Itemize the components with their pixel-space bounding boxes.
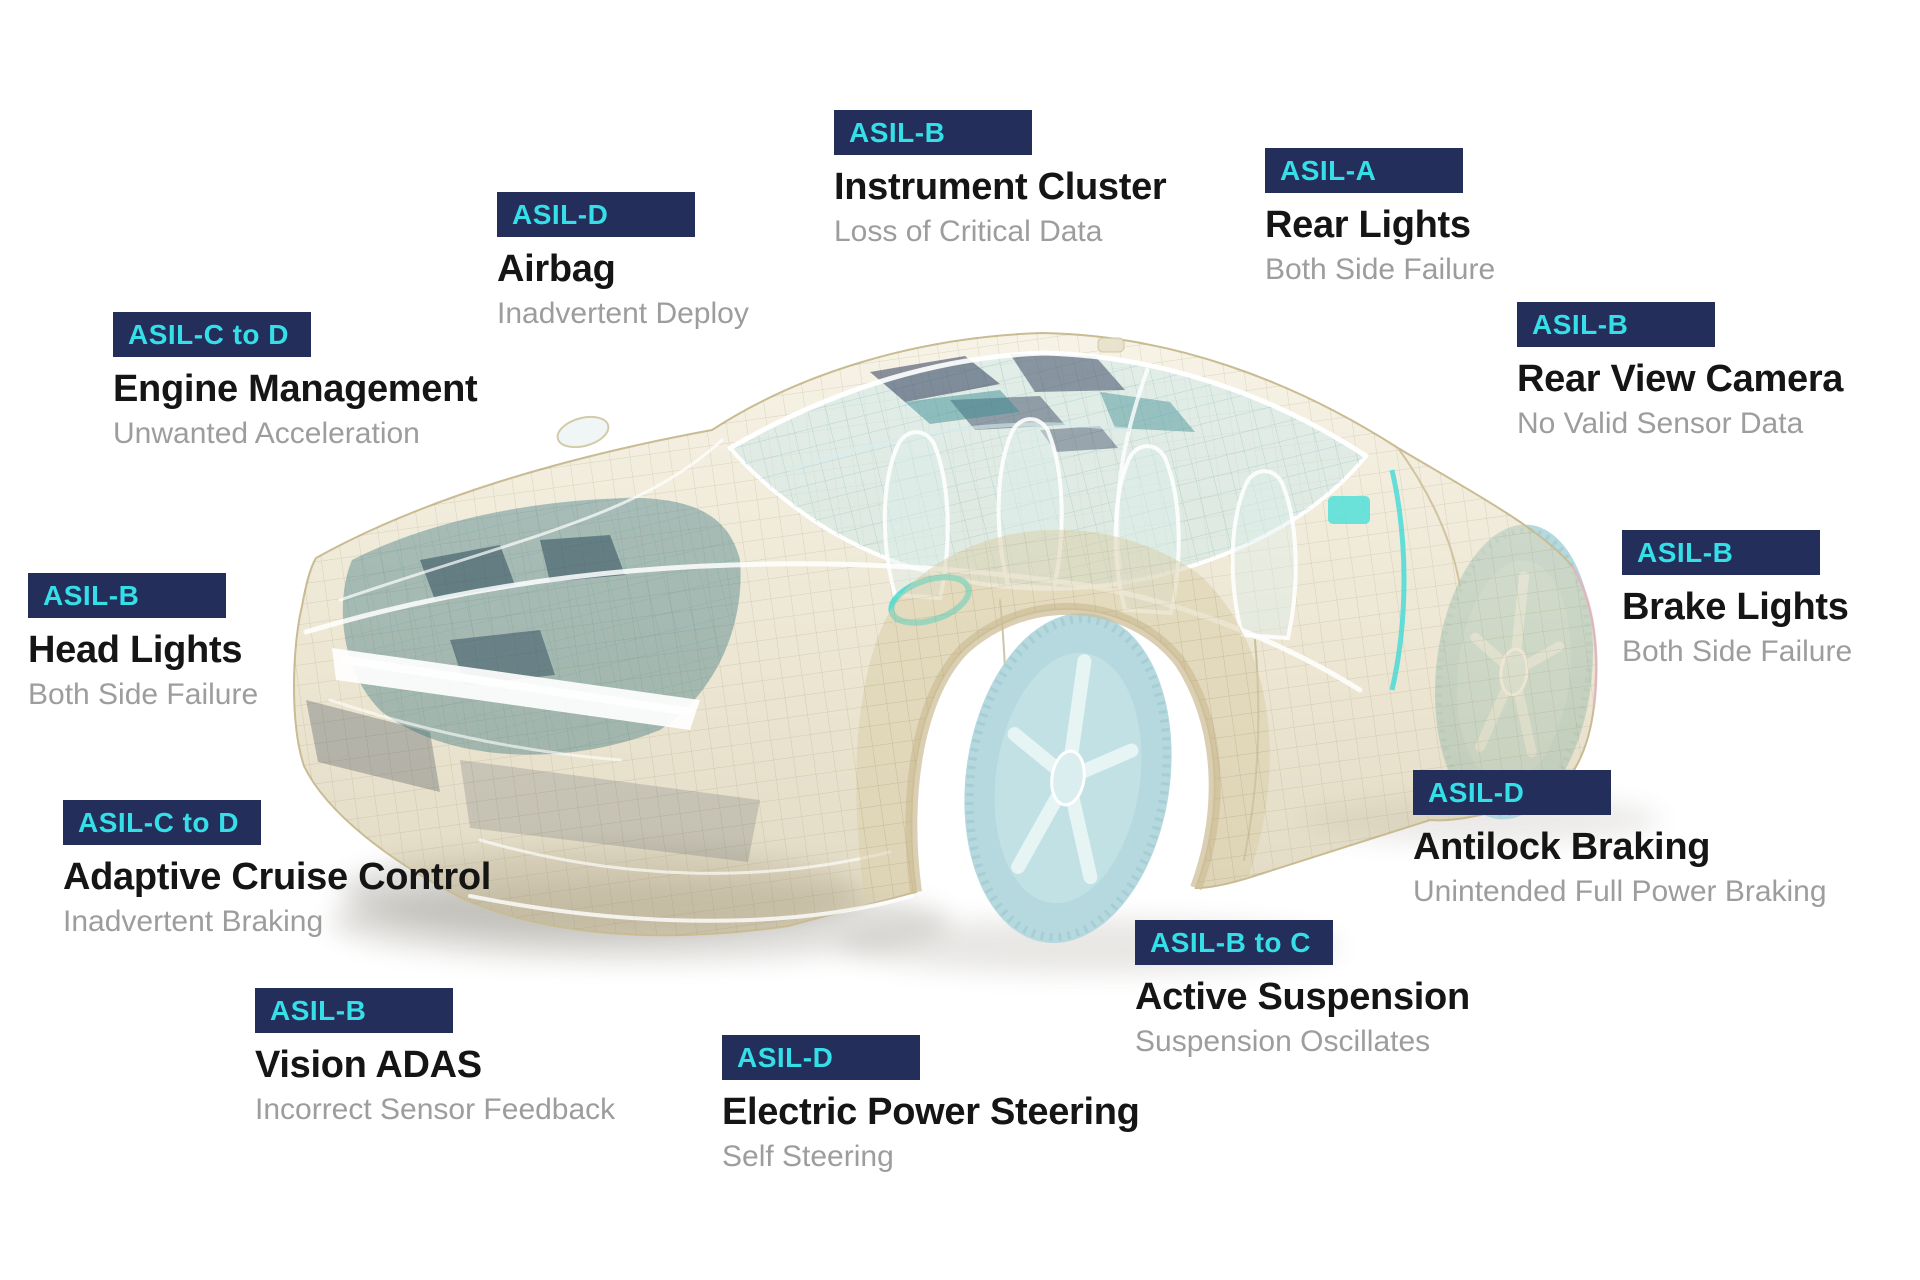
asil-rating: ASIL-D	[737, 1042, 834, 1073]
failure-mode: No Valid Sensor Data	[1517, 406, 1804, 440]
asil-rating: ASIL-B to C	[1150, 927, 1312, 958]
asil-badge: ASIL-C to D	[63, 800, 261, 845]
headlight	[332, 648, 700, 730]
asil-rating: ASIL-B	[270, 995, 367, 1026]
label-adaptive-cruise-control: ASIL-C to D Adaptive Cruise Control Inad…	[63, 800, 491, 940]
failure-mode: Both Side Failure	[28, 677, 259, 711]
component-name: Head Lights	[28, 629, 243, 671]
asil-badge: ASIL-D	[497, 192, 695, 237]
component-name: Active Suspension	[1135, 976, 1470, 1018]
asil-badge: ASIL-D	[722, 1035, 920, 1080]
asil-rating: ASIL-C to D	[128, 319, 290, 350]
failure-mode: Self Steering	[722, 1139, 894, 1173]
asil-badge: ASIL-B	[255, 988, 453, 1033]
component-name: Engine Management	[113, 368, 478, 410]
component-name: Airbag	[497, 248, 616, 290]
component-name: Instrument Cluster	[834, 166, 1167, 208]
label-instrument-cluster: ASIL-B Instrument Cluster Loss of Critic…	[834, 110, 1167, 250]
failure-mode: Unwanted Acceleration	[113, 416, 420, 450]
cabin-glass	[726, 350, 1369, 591]
asil-rating: ASIL-B	[1532, 309, 1629, 340]
label-active-suspension: ASIL-B to C Active Suspension Suspension…	[1135, 920, 1470, 1060]
component-name: Rear View Camera	[1517, 358, 1844, 400]
component-name: Vision ADAS	[255, 1044, 482, 1086]
asil-badge: ASIL-B	[834, 110, 1032, 155]
label-rear-lights: ASIL-A Rear Lights Both Side Failure	[1265, 148, 1495, 288]
failure-mode: Both Side Failure	[1265, 252, 1496, 286]
asil-badge: ASIL-B	[1517, 302, 1715, 347]
component-name: Rear Lights	[1265, 204, 1471, 246]
asil-rating: ASIL-B	[849, 117, 946, 148]
failure-mode: Loss of Critical Data	[834, 214, 1103, 248]
asil-rating: ASIL-C to D	[78, 807, 240, 838]
rear-detail	[1328, 469, 1407, 691]
label-rear-view-camera: ASIL-B Rear View Camera No Valid Sensor …	[1517, 302, 1843, 442]
label-vision-adas: ASIL-B Vision ADAS Incorrect Sensor Feed…	[255, 988, 615, 1128]
component-name: Electric Power Steering	[722, 1091, 1140, 1133]
front-wheel	[964, 613, 1172, 943]
component-name: Antilock Braking	[1413, 826, 1711, 868]
asil-rating: ASIL-D	[1428, 777, 1525, 808]
failure-mode: Inadvertent Deploy	[497, 296, 749, 330]
label-airbag: ASIL-D Airbag Inadvertent Deploy	[497, 192, 749, 332]
failure-mode: Unintended Full Power Braking	[1413, 874, 1827, 908]
asil-badge: ASIL-A	[1265, 148, 1463, 193]
failure-mode: Suspension Oscillates	[1135, 1024, 1431, 1058]
asil-badge: ASIL-D	[1413, 770, 1611, 815]
label-brake-lights: ASIL-B Brake Lights Both Side Failure	[1622, 530, 1852, 670]
failure-mode: Inadvertent Braking	[63, 904, 324, 938]
label-head-lights: ASIL-B Head Lights Both Side Failure	[28, 573, 258, 713]
asil-badge: ASIL-C to D	[113, 312, 311, 357]
component-name: Adaptive Cruise Control	[63, 856, 492, 898]
asil-badge: ASIL-B to C	[1135, 920, 1333, 965]
failure-mode: Both Side Failure	[1622, 634, 1853, 668]
label-engine-management: ASIL-C to D Engine Management Unwanted A…	[113, 312, 478, 452]
label-electric-power-steering: ASIL-D Electric Power Steering Self Stee…	[722, 1035, 1140, 1175]
asil-badge: ASIL-B	[28, 573, 226, 618]
label-antilock-braking: ASIL-D Antilock Braking Unintended Full …	[1413, 770, 1827, 910]
asil-badge: ASIL-B	[1622, 530, 1820, 575]
side-mirror	[556, 415, 610, 449]
roof-antenna	[1097, 337, 1125, 353]
component-name: Brake Lights	[1622, 586, 1849, 628]
asil-rating: ASIL-B	[1637, 537, 1734, 568]
front-fender	[856, 529, 1270, 900]
asil-rating: ASIL-B	[43, 580, 140, 611]
failure-mode: Incorrect Sensor Feedback	[255, 1092, 616, 1126]
asil-rating: ASIL-D	[512, 199, 609, 230]
asil-rating: ASIL-A	[1280, 155, 1377, 186]
